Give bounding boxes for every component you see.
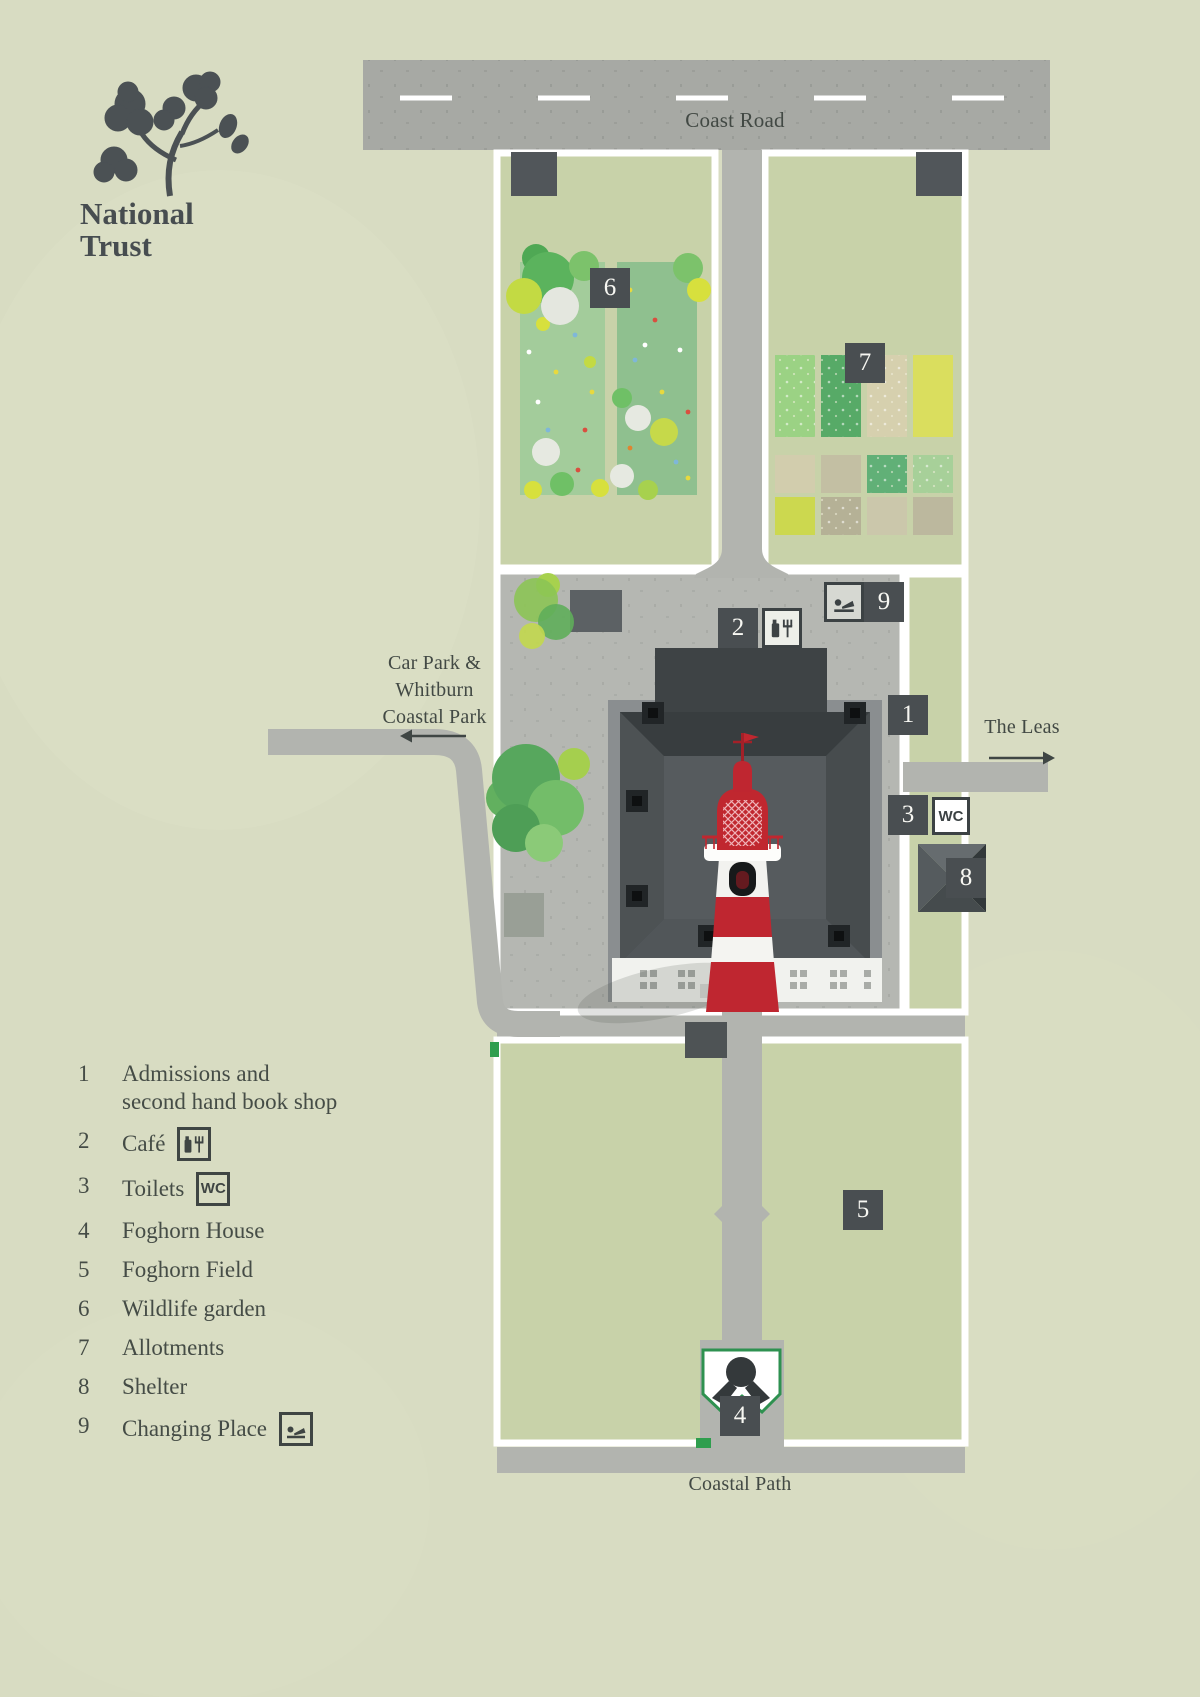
gate-markers	[490, 1042, 711, 1448]
wc-icon: WC	[196, 1172, 231, 1206]
legend-item-label: Allotments	[122, 1335, 225, 1360]
legend-item-label: Changing Place	[122, 1416, 267, 1441]
legend-item-1: 1 Admissions and second hand book shop	[78, 1060, 418, 1116]
legend-item-label: Foghorn House	[122, 1218, 265, 1243]
west-gate-building	[511, 152, 557, 196]
legend-item-6: 6 Wildlife garden	[78, 1295, 418, 1323]
wc-icon: WC	[932, 797, 970, 835]
legend-item-number: 5	[78, 1257, 90, 1282]
cafe-icon	[177, 1127, 212, 1161]
legend-item-4: 4 Foghorn House	[78, 1217, 418, 1245]
legend-item-number: 7	[78, 1335, 90, 1360]
logo-line1: National	[80, 196, 194, 231]
cafe-icon	[762, 608, 802, 648]
map-marker-2: 2	[718, 608, 758, 648]
legend: 1 Admissions and second hand book shop 2…	[78, 1060, 418, 1457]
legend-item-label: Wildlife garden	[122, 1296, 267, 1321]
legend-item-number: 6	[78, 1296, 90, 1321]
legend-item-5: 5 Foghorn Field	[78, 1256, 418, 1284]
map-marker-6: 6	[590, 268, 630, 308]
national-trust-logo	[78, 68, 258, 198]
trees	[486, 244, 599, 862]
legend-item-number: 1	[78, 1061, 90, 1086]
access-road	[268, 729, 560, 1037]
map-marker-1: 1	[888, 695, 928, 735]
south-gate-building	[685, 1022, 727, 1058]
oak-leaf-icon	[93, 71, 249, 197]
east-verge	[902, 570, 969, 1016]
map-marker-9: 9	[864, 582, 904, 622]
garden-blobs	[524, 253, 711, 500]
coast-road-label: Coast Road	[685, 108, 785, 132]
legend-item-label: Café	[122, 1131, 166, 1156]
east-arrow-icon	[989, 751, 1055, 765]
coast-road	[363, 60, 1050, 150]
west-arrow-icon	[400, 729, 466, 743]
legend-item-number: 8	[78, 1374, 90, 1399]
legend-item-label: Admissions and	[122, 1061, 270, 1086]
map-marker-7: 7	[845, 343, 885, 383]
legend-item-number: 4	[78, 1218, 90, 1243]
map-marker-3: 3	[888, 795, 928, 835]
legend-item-label: Shelter	[122, 1374, 188, 1399]
legend-item-number: 9	[78, 1413, 90, 1438]
legend-item-9: 9 Changing Place	[78, 1412, 418, 1446]
allotments	[775, 355, 953, 535]
map-marker-5: 5	[843, 1190, 883, 1230]
coastal-path-label: Coastal Path	[688, 1473, 792, 1495]
leas-path	[903, 762, 1048, 792]
logo-line2: Trust	[80, 228, 152, 263]
legend-item-label-line2: second hand book shop	[122, 1089, 338, 1114]
east-gate-building	[916, 152, 962, 196]
map-marker-8: 8	[946, 858, 986, 898]
lighthouse	[577, 733, 783, 1024]
changing-place-icon	[824, 582, 864, 622]
compound-west-building	[504, 893, 544, 937]
changing-place-icon	[279, 1412, 313, 1446]
legend-item-label: Foghorn Field	[122, 1257, 253, 1282]
legend-item-number: 2	[78, 1128, 90, 1153]
legend-item-7: 7 Allotments	[78, 1334, 418, 1362]
legend-item-label: Toilets	[122, 1176, 185, 1201]
map-marker-4: 4	[720, 1396, 760, 1436]
north-path	[694, 150, 790, 578]
outbuildings	[504, 152, 962, 1058]
legend-item-8: 8 Shelter	[78, 1373, 418, 1401]
compound-north-building	[570, 590, 622, 632]
leas-label: The Leas	[984, 716, 1060, 738]
legend-item-3: 3 Toilets WC	[78, 1172, 418, 1206]
logo-wordmark: National Trust	[80, 198, 194, 262]
car-park-label: Car Park & Whitburn Coastal Park	[382, 652, 487, 728]
legend-item-number: 3	[78, 1173, 90, 1198]
legend-item-2: 2 Café	[78, 1127, 418, 1161]
